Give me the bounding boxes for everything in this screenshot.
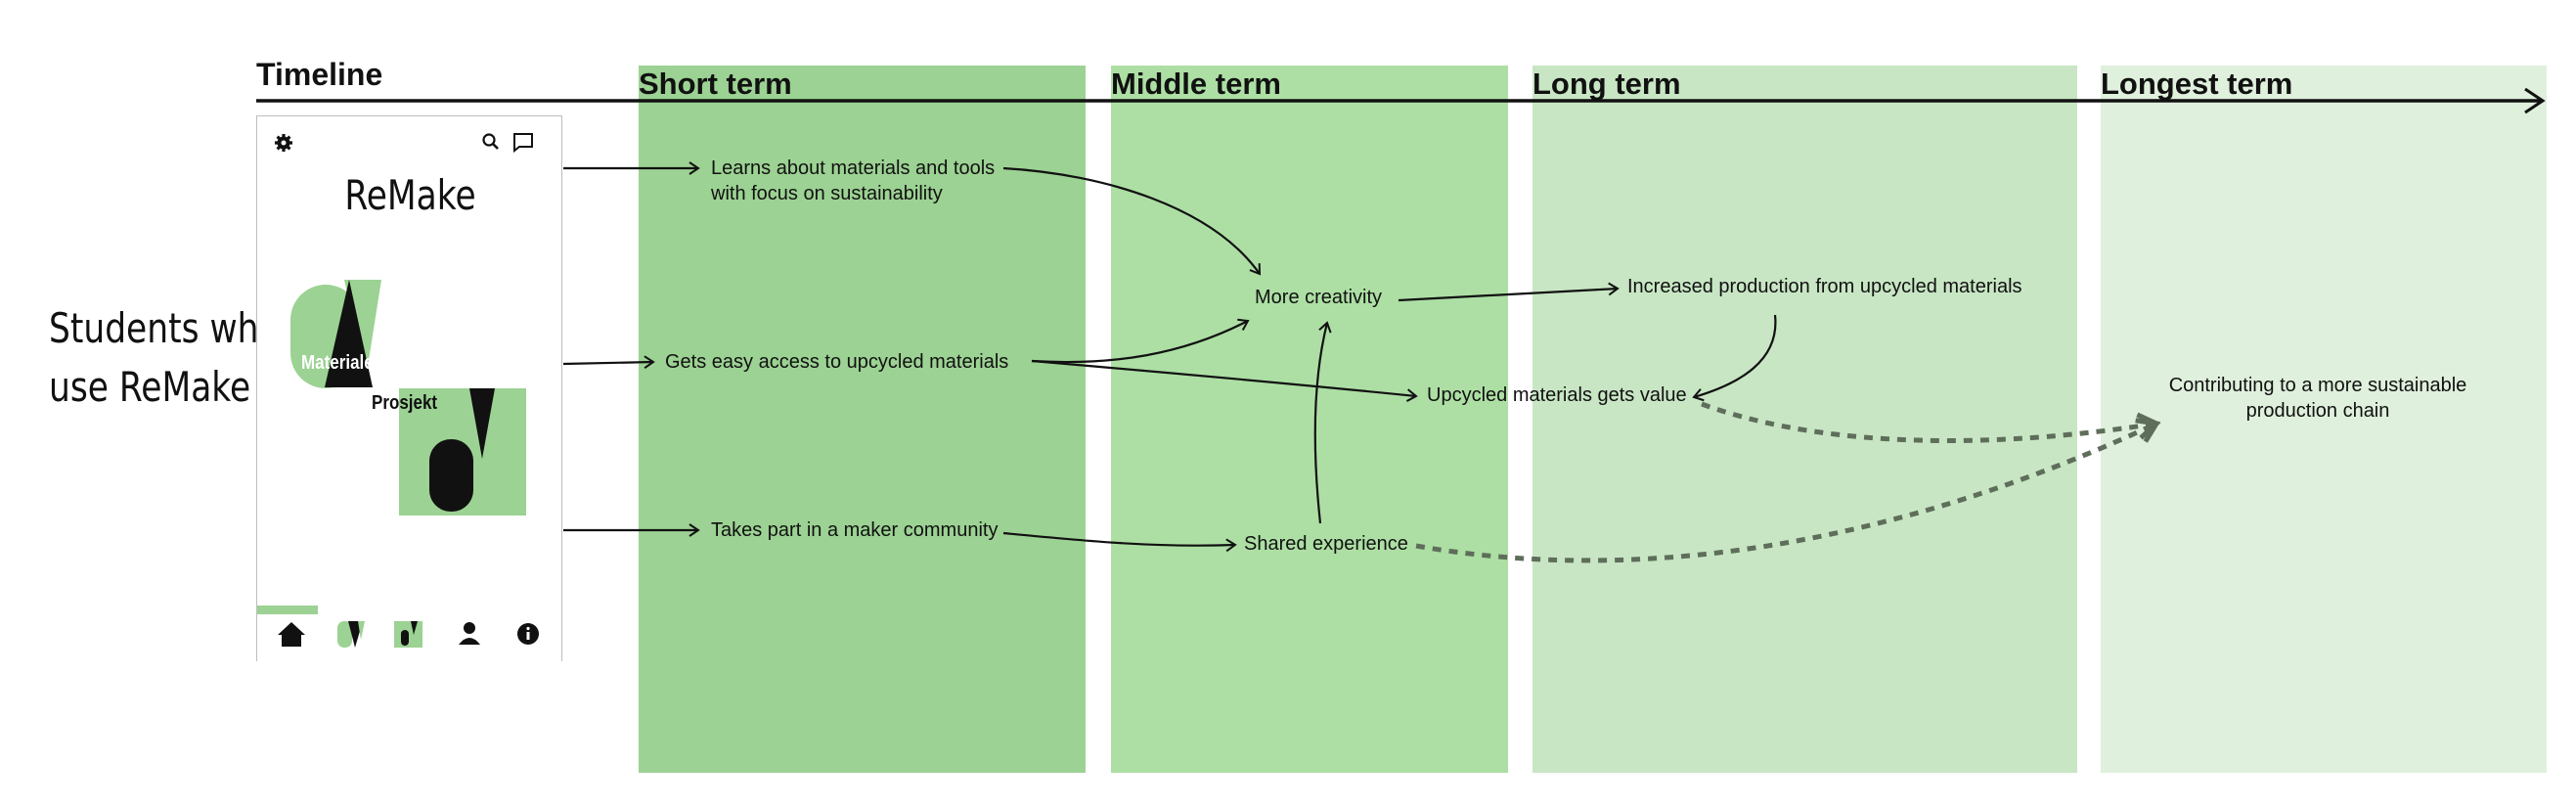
dashed-arrow-shared-to-sustainable — [1415, 418, 2161, 563]
node-production: Increased production from upcycled mater… — [1627, 276, 2022, 297]
subject-line-2: use ReMake — [49, 363, 251, 411]
materials-logo[interactable] — [290, 280, 381, 388]
node-access: Gets easy access to upcycled materials — [665, 351, 1009, 373]
arrow-learns-to-creativity — [1002, 166, 1262, 276]
phone-graphics — [257, 133, 539, 648]
arrow-access-to-creativity — [1031, 318, 1250, 364]
node-community: Takes part in a maker community — [711, 519, 999, 541]
timeline-label: Timeline — [256, 57, 383, 92]
subject-label: Students who use ReMake — [49, 299, 280, 417]
subject-line-1: Students who — [49, 304, 280, 352]
column-heading-long-term: Long term — [1532, 67, 1681, 101]
node-upcycled-value: Upcycled materials gets value — [1427, 384, 1687, 406]
arrow-shared-to-creativity — [1313, 321, 1332, 524]
home-icon[interactable] — [278, 622, 305, 647]
search-icon[interactable] — [482, 133, 499, 150]
node-creativity: More creativity — [1255, 287, 1383, 308]
projects-logo[interactable] — [399, 388, 526, 516]
arrow-community-to-shared — [1002, 531, 1237, 553]
node-learns: Learns about materials and tools with fo… — [711, 156, 995, 206]
gear-icon[interactable] — [275, 134, 292, 152]
info-icon[interactable] — [517, 623, 539, 645]
projects-nav-icon[interactable] — [394, 621, 422, 648]
node-sustainable-line-2: production chain — [2245, 400, 2390, 422]
dashed-arrow-value-to-sustainable — [1701, 401, 2161, 443]
materials-nav-icon[interactable] — [337, 621, 365, 648]
column-long-term — [1532, 66, 2077, 773]
person-icon[interactable] — [459, 622, 480, 645]
arrow-access-to-value — [1031, 359, 1418, 402]
arrow-production-to-value — [1692, 314, 1777, 402]
nav-active-indicator — [257, 606, 318, 614]
column-longest-term — [2101, 66, 2547, 773]
arrow-creativity-to-production — [1398, 282, 1620, 302]
node-shared-experience: Shared experience — [1244, 533, 1408, 555]
arrow-phone-to-access — [562, 355, 655, 370]
column-short-term — [639, 66, 1086, 773]
chat-icon[interactable] — [513, 133, 533, 154]
app-title: ReMake — [344, 171, 476, 219]
materials-tag[interactable]: Materialer — [301, 352, 380, 374]
column-heading-middle-term: Middle term — [1111, 67, 1281, 101]
node-learns-line-2: with focus on sustainability — [711, 183, 943, 204]
node-learns-line-1: Learns about materials and tools — [711, 157, 996, 179]
node-sustainable-line-1: Contributing to a more sustainable — [2168, 375, 2467, 396]
column-heading-short-term: Short term — [639, 67, 792, 101]
column-heading-longest-term: Longest term — [2101, 67, 2293, 101]
phone-mockup: ReMake Materialer Prosjekt — [256, 115, 562, 661]
projects-tag[interactable]: Prosjekt — [372, 392, 438, 414]
column-middle-term — [1111, 66, 1508, 773]
node-sustainable: Contributing to a more sustainable produ… — [2142, 373, 2494, 424]
